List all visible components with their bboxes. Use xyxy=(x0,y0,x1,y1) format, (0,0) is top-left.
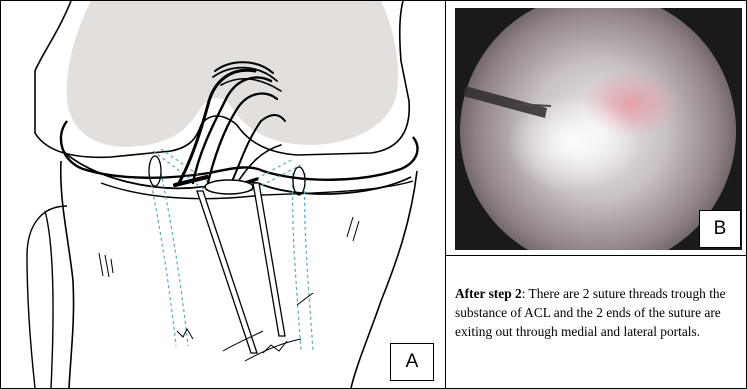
guide-pins xyxy=(197,183,285,353)
medial-portal xyxy=(149,156,161,186)
panel-a-label: A xyxy=(390,343,434,381)
fibula xyxy=(27,206,67,388)
caption-heading: After step 2 xyxy=(455,286,522,301)
lateral-portal xyxy=(293,167,305,195)
tibia-left-side xyxy=(61,161,74,388)
figure-caption: After step 2: There are 2 suture threads… xyxy=(455,284,740,341)
panel-b-label: B xyxy=(699,210,741,248)
panel-divider-horizontal xyxy=(445,255,747,256)
panel-divider-vertical xyxy=(445,0,446,389)
panel-a-illustration: A xyxy=(1,1,445,388)
tibial-tunnel-entry xyxy=(205,180,253,194)
knee-diagram xyxy=(1,1,445,388)
